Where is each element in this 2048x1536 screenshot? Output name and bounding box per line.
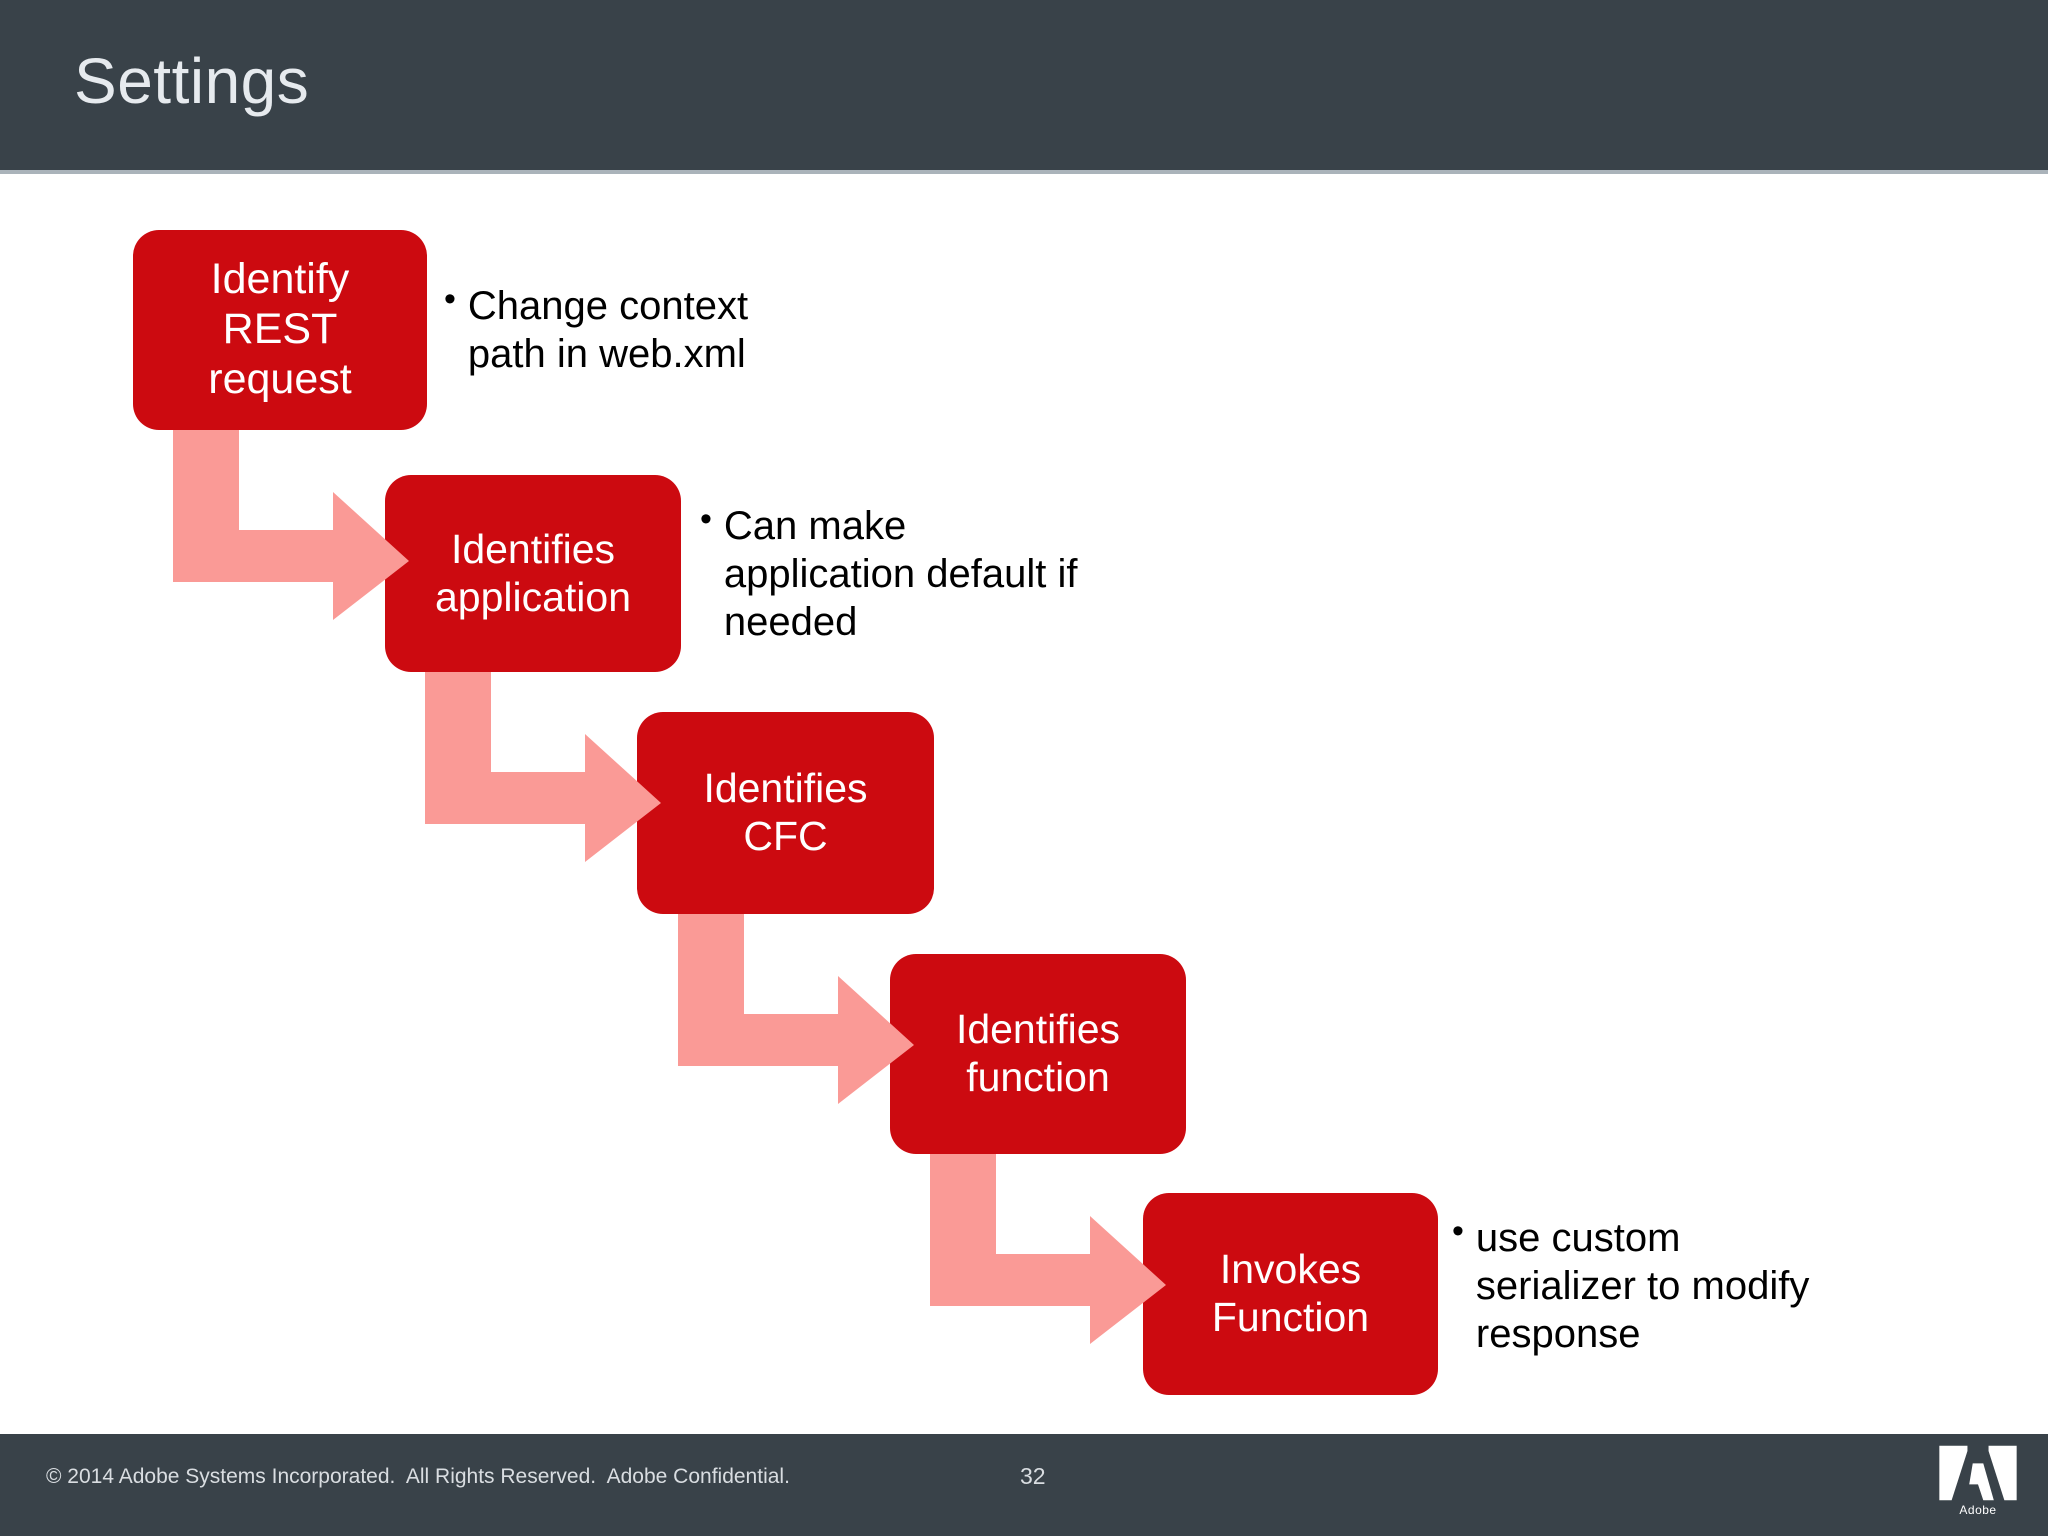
elbow-arrow-icon	[425, 672, 661, 862]
flow-box-identifies-application[interactable]: Identifies application	[385, 475, 681, 672]
note-custom-serializer: • use custom serializer to modify respon…	[1452, 1212, 1852, 1358]
note-text: Change context path in web.xml	[467, 284, 749, 376]
note-text: Can make application default if needed	[723, 504, 1078, 644]
footer-copyright: © 2014 Adobe Systems Incorporated. All R…	[46, 1465, 790, 1488]
elbow-arrow-icon	[930, 1154, 1166, 1344]
title-bar-accent-rule	[0, 170, 2048, 174]
page-title: Settings	[74, 45, 310, 117]
page-number: 32	[1020, 1463, 1046, 1489]
adobe-a-icon	[1939, 1445, 2017, 1501]
note-change-context-path: • Change context path in web.xml	[444, 280, 804, 378]
flow-box-invokes-function[interactable]: Invokes Function	[1143, 1193, 1438, 1395]
flow-box-label: Invokes Function	[1211, 1246, 1370, 1340]
bullet-icon: •	[444, 280, 456, 318]
slide-footer-bar: © 2014 Adobe Systems Incorporated. All R…	[0, 1434, 2048, 1536]
flow-box-label: Identifies CFC	[703, 765, 868, 859]
elbow-arrow-icon	[173, 430, 409, 620]
flow-box-identifies-cfc[interactable]: Identifies CFC	[637, 712, 934, 914]
flow-box-label: Identify REST request	[208, 255, 352, 403]
adobe-wordmark: Adobe	[1959, 1503, 1997, 1517]
adobe-logo: Adobe	[1934, 1444, 2022, 1524]
note-application-default: • Can make application default if needed	[700, 500, 1120, 646]
flow-box-label: Identifies function	[955, 1006, 1121, 1100]
flow-box-identifies-function[interactable]: Identifies function	[890, 954, 1186, 1154]
note-text: use custom serializer to modify response	[1475, 1216, 1810, 1356]
flow-box-identify-rest-request[interactable]: Identify REST request	[133, 230, 427, 430]
bullet-icon: •	[700, 500, 712, 538]
bullet-icon: •	[1452, 1212, 1464, 1250]
slide-title-bar: Settings	[0, 0, 2048, 172]
elbow-arrow-icon	[678, 914, 914, 1104]
flow-box-label: Identifies application	[434, 525, 632, 620]
